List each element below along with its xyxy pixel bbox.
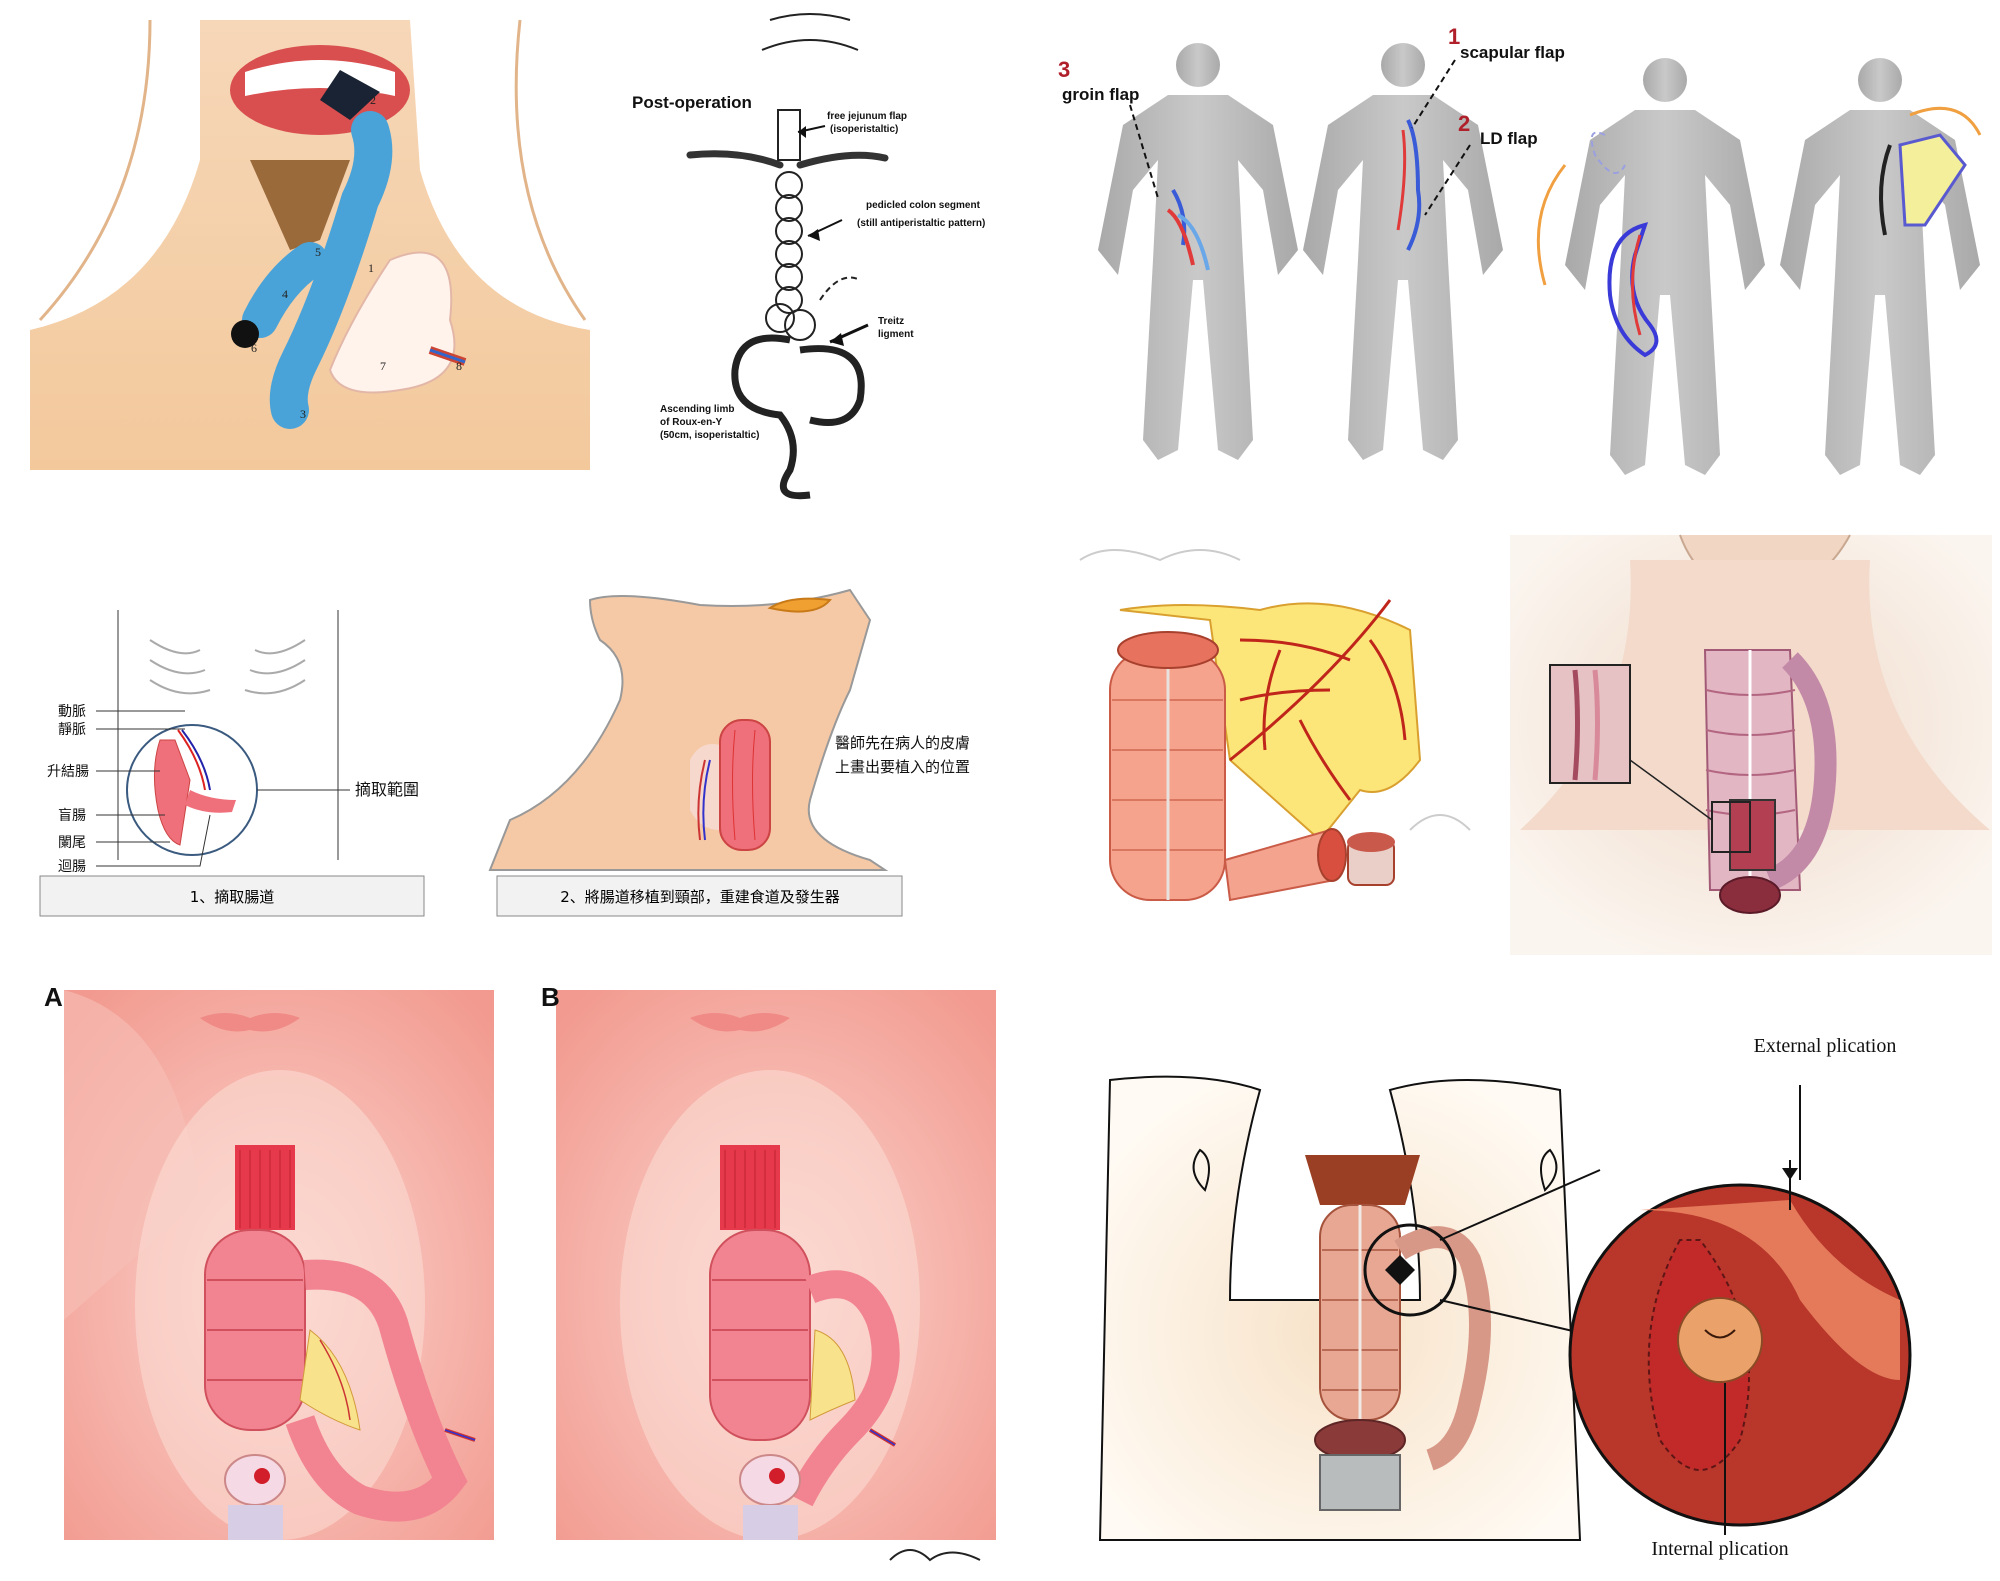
label-cecum: 盲腸 [58,807,86,824]
label-appendix: 闌尾 [58,835,86,851]
marker-6: 6 [251,341,257,355]
panel-jejunum: Post-operation free jejunum flap (isoper… [612,0,1020,500]
transplant-caption-box [496,875,903,917]
jejunum-title: Post-operation [632,93,752,112]
marker-5: 5 [315,245,321,259]
label-roux-1: Ascending limb [660,404,734,415]
ld-label: LD flap [1480,129,1538,148]
marker-4: 4 [282,287,288,301]
label-internal-plication: Internal plication [1651,1538,1788,1560]
label-pedicled-colon-sub: (still antiperistaltic pattern) [857,218,985,229]
label-pedicled-colon: pedicled colon segment [866,200,981,211]
label-free-jejunum: free jejunum flap [827,111,907,122]
marker-1: 1 [368,261,374,275]
label-roux-2: of Roux-en-Y [660,417,723,428]
transplant-caption: 2、將腸道移植到頸部，重建食道及發生器 [560,888,840,906]
label-free-jejunum-sub: (isoperistaltic) [830,124,898,135]
marker-labels: 2 1 3 4 5 6 7 8 [251,93,462,421]
marker-8: 8 [456,359,462,373]
panel-harvest: 動脈 靜脈 升結腸 盲腸 闌尾 迴腸 摘取範圍 1、摘取腸道 [39,610,425,917]
label-b: B [541,982,560,1012]
panel-ab: A B [44,982,996,1562]
label-external-plication: External plication [1754,1035,1897,1057]
label-treitz: Treitz [878,316,904,327]
ld-number: 2 [1458,111,1470,136]
label-vein: 靜脈 [58,722,86,738]
label-ligment: ligment [878,329,914,340]
label-artery: 動脈 [58,704,86,720]
body-figure-4 [1780,58,1982,475]
panel-transplant: 醫師先在病人的皮膚 上畫出要植入的位置 2、將腸道移植到頸部，重建食道及發生器 [488,588,970,917]
label-a: A [44,982,63,1012]
marker-2: 2 [370,93,376,107]
marker-3: 3 [300,407,306,421]
label-roux-3: (50cm, isoperistaltic) [660,430,759,441]
transplant-note-2: 上畫出要植入的位置 [835,758,970,776]
label-harvest-range: 摘取範圍 [355,780,419,799]
inset-box [1549,664,1631,784]
groin-label: groin flap [1062,85,1139,104]
transplant-note-1: 醫師先在病人的皮膚 [835,734,970,752]
panel-colon-mesentery [1079,549,1471,902]
groin-number: 3 [1058,57,1070,82]
body-figure-2 [1303,43,1503,460]
marker-7: 7 [380,359,386,373]
harvest-caption-box [39,875,425,917]
body-figure-1 [1098,43,1298,460]
panel-plication: External plication Internal plication [1098,1035,1912,1560]
panel-flaps: 3 groin flap 1 scapular flap 2 LD flap [1058,24,1982,475]
scapular-label: scapular flap [1460,43,1565,62]
harvest-caption: 1、摘取腸道 [190,888,275,906]
body-figure-3 [1536,58,1765,475]
panel-neck-numbered: 2 1 3 4 5 6 7 8 [30,19,590,470]
label-ascending-colon: 升結腸 [47,764,89,780]
scapular-number: 1 [1448,24,1460,49]
panel-neck-colon [1510,534,1992,955]
label-ileum: 迴腸 [58,859,86,875]
